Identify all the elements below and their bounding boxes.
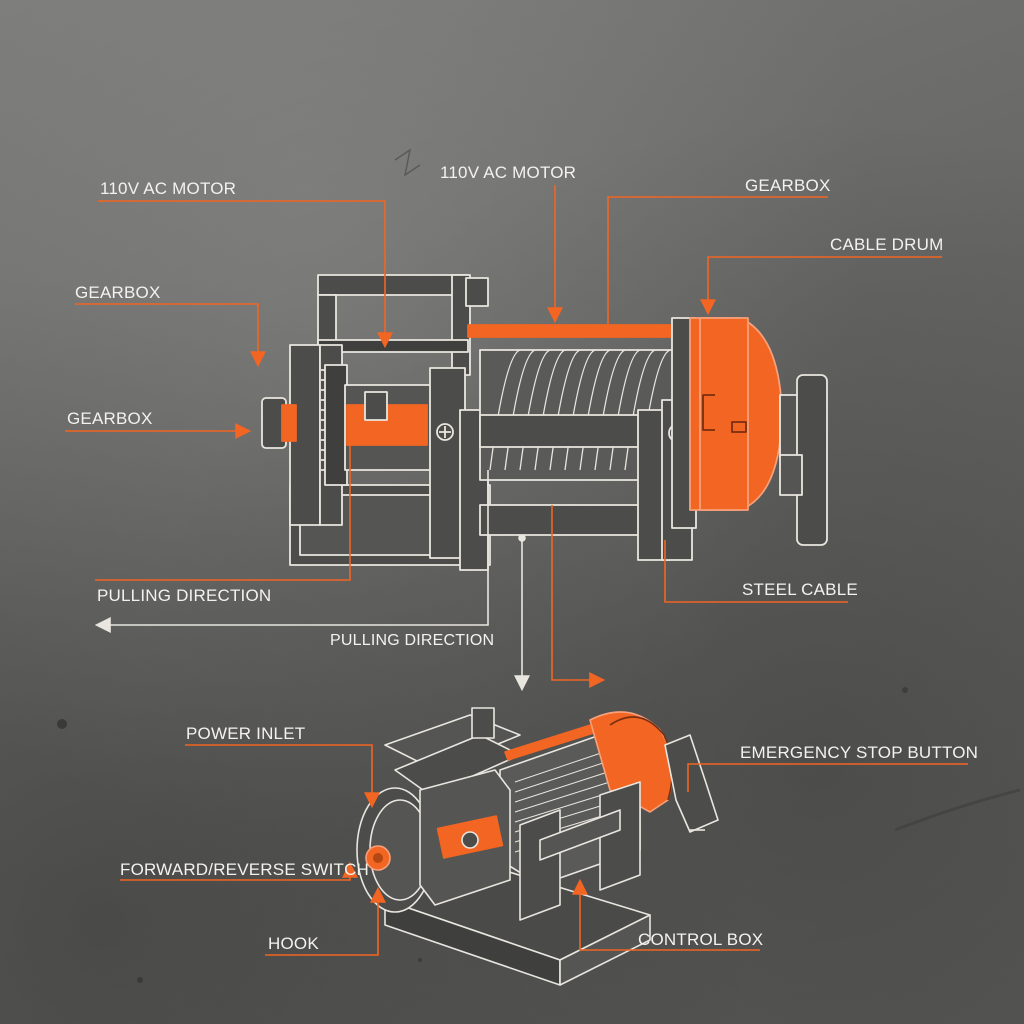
pulling-direction-arrows (94, 470, 530, 692)
label-steel-cable: STEEL CABLE (742, 580, 858, 599)
bottom-leader-lines (120, 744, 968, 956)
label-hook: HOOK (268, 934, 319, 953)
label-gearbox-top-right: GEARBOX (745, 176, 831, 195)
bottom-winch-drawing (356, 707, 719, 986)
concrete-texture (57, 148, 1021, 983)
label-cable-drum: CABLE DRUM (830, 235, 944, 254)
label-control-box: CONTROL BOX (638, 930, 764, 949)
label-forward-reverse-switch: FORWARD/REVERSE SWITCH (120, 860, 370, 879)
top-winch-drawing (261, 274, 828, 571)
label-110v-ac-motor-center: 110V AC MOTOR (440, 163, 577, 182)
label-emergency-stop-button: EMERGENCY STOP BUTTON (740, 743, 979, 762)
label-110v-ac-motor-left: 110V AC MOTOR (100, 179, 237, 198)
label-gearbox-left-upper: GEARBOX (75, 283, 161, 302)
label-gearbox-left-lower: GEARBOX (67, 409, 153, 428)
top-leader-lines (65, 185, 942, 688)
label-pulling-direction-center: PULLING DIRECTION (330, 632, 495, 649)
label-pulling-direction-left: PULLING DIRECTION (97, 586, 272, 605)
label-power-inlet: POWER INLET (186, 724, 306, 743)
